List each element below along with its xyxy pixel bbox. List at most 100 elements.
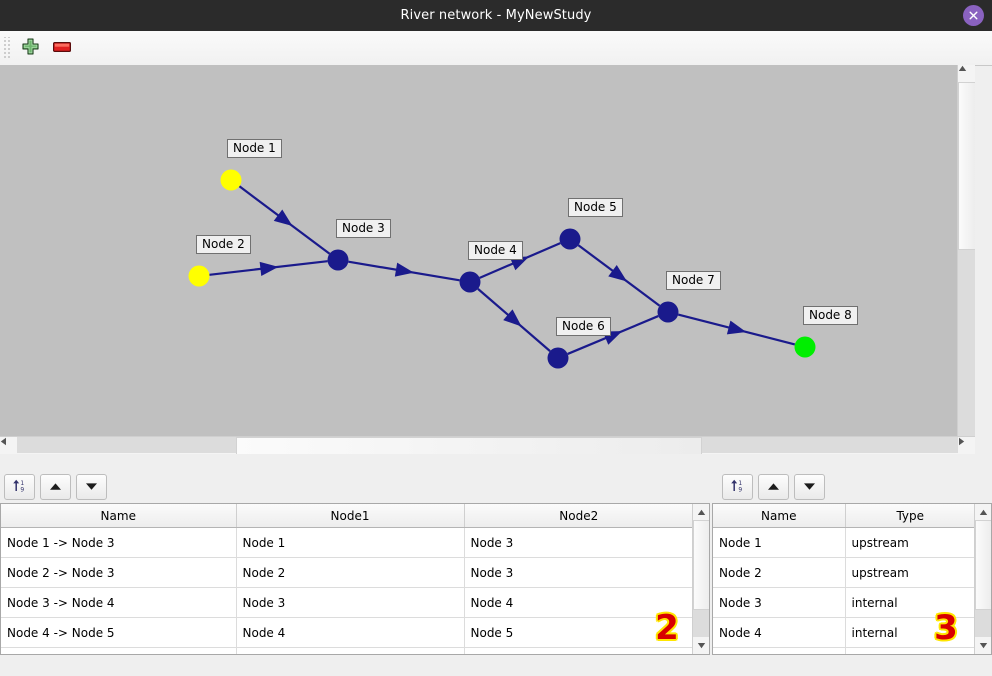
table-cell[interactable]: Node 1 -> Node 3 (1, 527, 237, 558)
table-cell[interactable]: Node 3 (236, 587, 465, 618)
svg-text:1: 1 (20, 480, 24, 487)
graph-node[interactable] (559, 228, 581, 250)
close-button[interactable] (963, 5, 984, 26)
table-cell[interactable]: Node 3 (464, 527, 693, 558)
nodes-scroll-up-arrow[interactable] (975, 504, 991, 521)
column-header[interactable]: Node1 (236, 504, 465, 528)
triangle-up-icon (767, 480, 780, 494)
reaches-scroll-down-arrow[interactable] (693, 637, 709, 654)
graph-node-label[interactable]: Node 5 (568, 198, 623, 217)
graph-node-label[interactable]: Node 7 (666, 271, 721, 290)
toolbar-grip[interactable] (2, 37, 11, 59)
table-cell[interactable]: Node 4 -> Node 5 (1, 617, 237, 648)
svg-text:9: 9 (20, 486, 24, 493)
table-cell[interactable]: internal (845, 587, 975, 618)
graph-node[interactable] (657, 301, 679, 323)
triangle-up-icon (49, 480, 62, 494)
bottom-panes: 1 9 (0, 471, 992, 676)
graph-node-label[interactable]: Node 2 (196, 235, 251, 254)
graph-vscroll-thumb[interactable] (958, 82, 975, 250)
graph-node[interactable] (547, 347, 569, 369)
nodes-vertical-scrollbar[interactable] (974, 504, 991, 654)
nodes-scroll-down-arrow[interactable] (975, 637, 991, 654)
graph-node[interactable] (327, 249, 349, 271)
svg-text:1: 1 (738, 480, 742, 487)
graph-node[interactable] (188, 265, 210, 287)
reaches-vscroll-thumb[interactable] (693, 520, 709, 610)
table-cell[interactable]: Node 5 (464, 617, 693, 648)
graph-node-label[interactable]: Node 6 (556, 317, 611, 336)
reaches-move-down-button[interactable] (76, 474, 107, 500)
table-cell[interactable]: internal (845, 617, 975, 648)
table-cell[interactable]: Node 4 (713, 617, 846, 648)
column-header[interactable]: Type (845, 504, 975, 528)
graph-node-label[interactable]: Node 1 (227, 139, 282, 158)
edge-arrowhead (503, 309, 522, 327)
table-cell-empty[interactable] (464, 647, 693, 654)
table-cell[interactable]: upstream (845, 527, 975, 558)
table-cell[interactable]: Node 4 (464, 587, 693, 618)
graph-node[interactable] (220, 169, 242, 191)
table-cell[interactable]: upstream (845, 557, 975, 588)
scroll-up-arrow[interactable] (958, 65, 975, 82)
delete-node-button[interactable] (46, 33, 78, 63)
scroll-right-arrow[interactable] (958, 437, 975, 454)
graph-node-label[interactable]: Node 8 (803, 306, 858, 325)
scroll-left-arrow[interactable] (0, 437, 17, 454)
edge-arrowhead (394, 262, 414, 277)
nodes-move-down-button[interactable] (794, 474, 825, 500)
table-cell[interactable]: Node 2 (236, 557, 465, 588)
main-toolbar (0, 31, 992, 66)
graph-hscroll-thumb[interactable] (236, 437, 702, 454)
nodes-toolbar: 1 9 (712, 471, 825, 503)
table-cell[interactable]: Node 3 (464, 557, 693, 588)
table-cell[interactable]: Node 3 (713, 587, 846, 618)
table-cell-empty[interactable] (845, 647, 975, 654)
reaches-move-up-button[interactable] (40, 474, 71, 500)
table-cell[interactable]: Node 2 (713, 557, 846, 588)
column-header[interactable]: Name (1, 504, 237, 528)
graph-node-label[interactable]: Node 4 (468, 241, 523, 260)
reaches-scroll-up-arrow[interactable] (693, 504, 709, 521)
graph-horizontal-scrollbar[interactable] (0, 436, 975, 454)
nodes-sort-button[interactable]: 1 9 (722, 474, 753, 500)
table-cell-empty[interactable] (236, 647, 465, 654)
reaches-vertical-scrollbar[interactable] (692, 504, 709, 654)
graph-vertical-scrollbar[interactable] (957, 65, 975, 454)
table-cell[interactable]: Node 4 (236, 617, 465, 648)
reaches-sort-button[interactable]: 1 9 (4, 474, 35, 500)
table-cell-empty[interactable] (713, 647, 846, 654)
sort-ascending-icon: 1 9 (12, 478, 27, 496)
table-cell[interactable]: Node 1 (236, 527, 465, 558)
table-row-empty[interactable] (713, 647, 975, 654)
nodes-pane: 1 9 (712, 471, 992, 676)
graph-node-label[interactable]: Node 3 (336, 219, 391, 238)
column-header[interactable]: Name (713, 504, 846, 528)
table-cell[interactable]: Node 2 -> Node 3 (1, 557, 237, 588)
nodes-vscroll-thumb[interactable] (975, 520, 991, 610)
table-cell-empty[interactable] (1, 647, 237, 654)
nodes-move-up-button[interactable] (758, 474, 789, 500)
graph-canvas[interactable]: Node 1 Node 2 Node 3 Node 4 Node 5 Node 6 Node… (0, 65, 975, 454)
add-node-button[interactable] (14, 33, 46, 63)
table-cell[interactable]: Node 3 -> Node 4 (1, 587, 237, 618)
graph-node[interactable] (459, 271, 481, 293)
table-row-empty[interactable] (1, 647, 693, 654)
graph-node[interactable] (794, 336, 816, 358)
table-cell[interactable]: Node 1 (713, 527, 846, 558)
column-header[interactable]: Node2 (464, 504, 693, 528)
edge-arrowhead (608, 264, 628, 282)
edge-arrowhead (726, 320, 747, 335)
